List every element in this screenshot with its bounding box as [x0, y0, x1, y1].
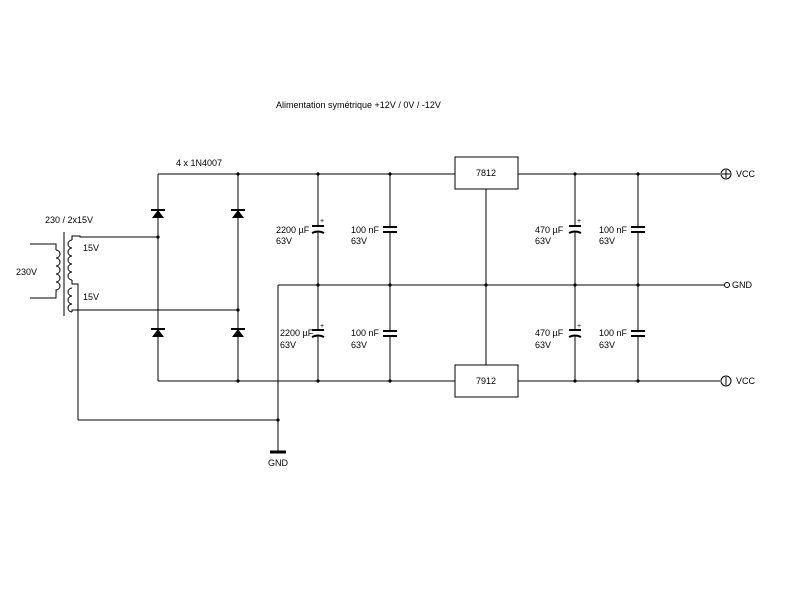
- regulator-7812-label: 7812: [476, 168, 496, 178]
- junction-dot: [276, 418, 280, 422]
- transformer: 230 / 2x15V 230V 15V 15V: [16, 215, 238, 420]
- ground-symbol-label: GND: [268, 458, 289, 468]
- junction-dot: [236, 172, 240, 176]
- cap-c6-value: 100 nF: [599, 225, 628, 235]
- input-capacitors: + 2200 µF 63V 100 nF 63V + 2200 µF 63V 1…: [276, 172, 397, 383]
- junction-dot: [156, 235, 160, 239]
- diode-d2: [231, 209, 245, 218]
- junction-dot: [316, 379, 320, 383]
- cap-plus-sign: +: [577, 323, 581, 330]
- cap-c2-voltage: 63V: [351, 236, 367, 246]
- junction-dot: [236, 308, 240, 312]
- cap-c4-value: 100 nF: [351, 328, 380, 338]
- output-terminal-gnd: GND: [724, 280, 753, 290]
- junction-dot: [636, 172, 640, 176]
- junction-dot: [484, 283, 488, 287]
- bridge-rectifier: 4 x 1N4007: [151, 158, 455, 383]
- cap-c7-value: 470 µF: [535, 328, 564, 338]
- cap-c1-value: 2200 µF: [276, 225, 310, 235]
- transformer-primary-label: 230V: [16, 267, 37, 277]
- regulator-7912: 7912: [454, 364, 519, 398]
- cap-c3-voltage: 63V: [280, 340, 296, 350]
- diode-d3: [151, 328, 165, 337]
- vcc-negative-label: VCC: [736, 376, 756, 386]
- transformer-secondary-bottom-label: 15V: [83, 292, 99, 302]
- junction-dot: [388, 172, 392, 176]
- output-terminal-vcc-negative: VCC: [720, 375, 756, 387]
- junction-dot: [573, 283, 577, 287]
- regulator-7812: 7812: [454, 156, 519, 190]
- diode-d1: [151, 209, 165, 218]
- output-rails: [518, 173, 720, 382]
- transformer-secondary-top-label: 15V: [83, 243, 99, 253]
- transformer-rating-label: 230 / 2x15V: [45, 215, 93, 225]
- junction-dot: [636, 379, 640, 383]
- junction-dot: [388, 283, 392, 287]
- junction-dot: [573, 379, 577, 383]
- cap-c3-value: 2200 µF: [280, 328, 314, 338]
- output-terminal-vcc-positive: VCC: [720, 168, 756, 180]
- cap-plus-sign: +: [320, 323, 324, 330]
- gnd-output-label: GND: [732, 280, 753, 290]
- cap-c2-value: 100 nF: [351, 225, 380, 235]
- junction-dot: [573, 172, 577, 176]
- cap-c7-voltage: 63V: [535, 340, 551, 350]
- cap-c6-voltage: 63V: [599, 236, 615, 246]
- schematic-title: Alimentation symétrique +12V / 0V / -12V: [276, 100, 441, 110]
- cap-c1-voltage: 63V: [276, 236, 292, 246]
- cap-plus-sign: +: [577, 218, 581, 225]
- cap-c8-value: 100 nF: [599, 328, 628, 338]
- output-capacitors: + 470 µF 63V 100 nF 63V + 470 µF 63V 100…: [535, 172, 645, 383]
- ground-rail: GND: [78, 284, 724, 468]
- junction-dot: [636, 283, 640, 287]
- vcc-positive-label: VCC: [736, 169, 756, 179]
- cap-plus-sign: +: [320, 218, 324, 225]
- junction-dot: [316, 283, 320, 287]
- diode-d4: [231, 328, 245, 337]
- cap-c5-value: 470 µF: [535, 225, 564, 235]
- bridge-label: 4 x 1N4007: [176, 158, 222, 168]
- cap-c5-voltage: 63V: [535, 236, 551, 246]
- junction-dot: [388, 379, 392, 383]
- regulator-7912-label: 7912: [476, 376, 496, 386]
- cap-c8-voltage: 63V: [599, 340, 615, 350]
- cap-c4-voltage: 63V: [351, 340, 367, 350]
- junction-dot: [236, 379, 240, 383]
- junction-dot: [316, 172, 320, 176]
